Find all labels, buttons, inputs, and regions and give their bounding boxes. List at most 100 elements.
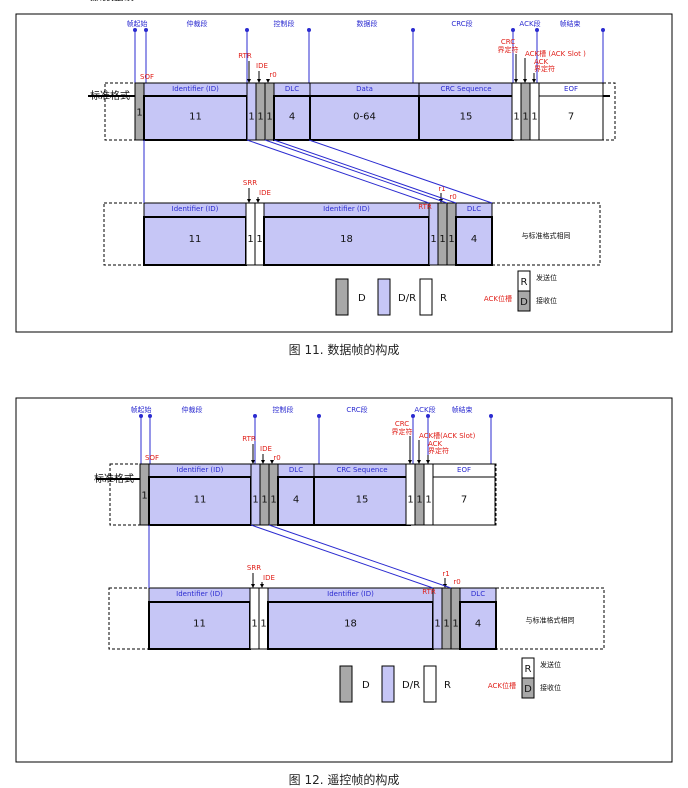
fig11-std-rtr-arrow-head bbox=[247, 79, 251, 83]
fig11-legend-ack-slot: ACK位槽 bbox=[484, 294, 512, 303]
fig11-segment-label-6: 帧结束 bbox=[560, 19, 581, 28]
fig12-std-id-bits: 11 bbox=[194, 495, 207, 506]
fig12-segment-label-2: 控制段 bbox=[273, 405, 294, 414]
fig12-std-rtr-arrow-head bbox=[251, 460, 255, 464]
fig11-ext-r1-label: r1 bbox=[438, 185, 445, 193]
fig11-segment-label-2: 控制段 bbox=[274, 19, 295, 28]
fig12-std-dlc-bits: 4 bbox=[293, 495, 299, 506]
figure-11-border bbox=[15, 13, 673, 333]
fig11-std-dlc-bits: 4 bbox=[289, 112, 295, 123]
fig11-segment-label-4: CRC段 bbox=[451, 19, 472, 28]
fig12-ext-rtr-label: RTR bbox=[422, 588, 436, 596]
fig11-std-bit-0-val: 1 bbox=[248, 112, 254, 123]
fig12-ext-dlc-box bbox=[459, 601, 497, 650]
fig12-segment-label-5: 帧结束 bbox=[452, 405, 473, 414]
fig12-std-r0-label: r0 bbox=[273, 454, 280, 462]
fig12-std-bit-0-val: 1 bbox=[252, 495, 258, 506]
fig11-map-line-1 bbox=[246, 139, 430, 204]
fig11-map-line-4 bbox=[308, 139, 493, 204]
fig11-segment-label-0: 帧起始 bbox=[127, 19, 148, 28]
fig12-map-line-1 bbox=[250, 524, 434, 589]
fig11-ext-dlc-bits: 4 bbox=[471, 234, 477, 245]
fig12-std-bit-2-val: 1 bbox=[270, 495, 276, 506]
fig11-legend-recv: 接收位 bbox=[536, 296, 557, 305]
fig12-legend-d-slot bbox=[521, 677, 535, 699]
fig12-std-id-box bbox=[148, 476, 252, 526]
fig12-segment-label-3: CRC段 bbox=[346, 405, 367, 414]
fig12-legend-d-label: D bbox=[362, 680, 370, 691]
fig11-std-ack-delim-label-2: 界定符 bbox=[534, 64, 555, 73]
fig11-ext-bit-1-val: 1 bbox=[439, 234, 445, 245]
fig12-std-ack-bit-0-val: 1 bbox=[407, 495, 413, 506]
fig11-std-idle bbox=[104, 82, 136, 141]
fig11-std-ide-label: IDE bbox=[256, 62, 268, 70]
fig12-segment-label-0: 帧起始 bbox=[131, 405, 152, 414]
fig12-ext-id2-name: Identifier (ID) bbox=[327, 590, 374, 598]
fig11-legend-r-box bbox=[419, 278, 433, 316]
fig12-ext-r1-label: r1 bbox=[442, 570, 449, 578]
fig11-map-line-2 bbox=[264, 139, 448, 204]
fig11-ext-dlc-name: DLC bbox=[467, 205, 481, 213]
fig11-ext-same-label: 与标准格式相同 bbox=[522, 231, 571, 240]
fig11-std-crc-name: CRC Sequence bbox=[440, 85, 491, 93]
fig11-std-dlc-box bbox=[273, 95, 311, 141]
fig12-segment-label-4: ACK段 bbox=[414, 405, 435, 414]
fig11-std-ack-bit-2-val: 1 bbox=[531, 112, 537, 123]
fig11-legend-r-label: R bbox=[440, 293, 447, 304]
fig12-ext-id1-name: Identifier (ID) bbox=[176, 590, 223, 598]
fig11-ext-ide-label: IDE bbox=[259, 189, 271, 197]
fig12-std-dlc-name: DLC bbox=[289, 466, 303, 474]
fig11-std-ack-slot-label: ACK槽 (ACK Slot ) bbox=[525, 49, 586, 58]
fig11-ext-bit-0-val: 1 bbox=[430, 234, 436, 245]
fig11-legend-dr-box bbox=[377, 278, 391, 316]
fig12-ext-label: 扩展格式 bbox=[94, 0, 134, 3]
fig12-std-ack-delim-label-2: 界定符 bbox=[428, 446, 449, 455]
fig11-std-crc-bits: 15 bbox=[460, 112, 473, 123]
fig12-std-ack-bit-1-val: 1 bbox=[416, 495, 422, 506]
fig11-legend-d-box bbox=[335, 278, 349, 316]
fig12-legend-dr-box bbox=[381, 665, 395, 703]
fig11-ext-bit-srr-ide-1-val: 1 bbox=[256, 234, 262, 245]
fig12-std-bit-1-val: 1 bbox=[261, 495, 267, 506]
fig11-ext-bit-2-val: 1 bbox=[448, 234, 454, 245]
fig12-legend-r-label: R bbox=[444, 680, 451, 691]
fig11-std-id-bits: 11 bbox=[189, 112, 202, 123]
fig12-std-ack-slot-arrow-head bbox=[417, 460, 421, 464]
fig12-ext-srr-label: SRR bbox=[247, 564, 261, 572]
fig11-std-sof-label: SOF bbox=[140, 73, 154, 81]
fig11-ext-label: 扩展格式 bbox=[90, 0, 130, 3]
fig12-std-ack-delim-label-1: ACK bbox=[428, 440, 443, 448]
fig11-std-data-bits: 0-64 bbox=[353, 112, 376, 123]
fig11-std-crc-delim-arrow-head bbox=[514, 79, 518, 83]
fig11-legend-d-slot bbox=[517, 290, 531, 312]
fig12-std-eof-name: EOF bbox=[457, 466, 471, 474]
fig11-ext-ide-arrow-head bbox=[256, 199, 260, 203]
fig11-std-ack-delim-arrow-head bbox=[532, 79, 536, 83]
figure-12-caption: 图 12. 遥控帧的构成 bbox=[288, 773, 400, 787]
fig11-std-ide-arrow-head bbox=[257, 79, 261, 83]
fig12-ext-ide-label: IDE bbox=[263, 574, 275, 582]
fig11-ext-id2-name: Identifier (ID) bbox=[323, 205, 370, 213]
fig11-std-eof-box bbox=[538, 82, 604, 141]
fig12-std-eof-box bbox=[432, 463, 496, 526]
fig12-std-crc-delim-label-2: 界定符 bbox=[392, 427, 413, 436]
fig12-std-ide-label: IDE bbox=[260, 445, 272, 453]
fig11-ext-id1-box bbox=[143, 216, 247, 266]
fig11-std-rtr-label: RTR bbox=[238, 52, 252, 60]
fig12-legend-send: 发送位 bbox=[540, 660, 561, 669]
fig12-legend-r-box bbox=[423, 665, 437, 703]
fig12-ext-bit-0-val: 1 bbox=[434, 619, 440, 630]
fig11-std-bit-2-val: 1 bbox=[266, 112, 272, 123]
fig11-legend-d-slot-label: D bbox=[520, 297, 528, 308]
fig12-map-line-2 bbox=[268, 524, 452, 589]
fig12-ext-idle bbox=[108, 587, 150, 650]
fig11-ext-srr-label: SRR bbox=[243, 179, 257, 187]
fig12-legend-r-slot-label: R bbox=[525, 664, 532, 675]
fig12-ext-bit-srr-ide-1-val: 1 bbox=[260, 619, 266, 630]
fig12-ext-id2-box bbox=[267, 601, 434, 650]
fig12-legend-d-box bbox=[339, 665, 353, 703]
fig11-ext-bit-srr-ide-0-val: 1 bbox=[247, 234, 253, 245]
fig12-ext-same-box bbox=[495, 587, 605, 650]
fig11-segment-label-3: 数据段 bbox=[357, 19, 378, 28]
